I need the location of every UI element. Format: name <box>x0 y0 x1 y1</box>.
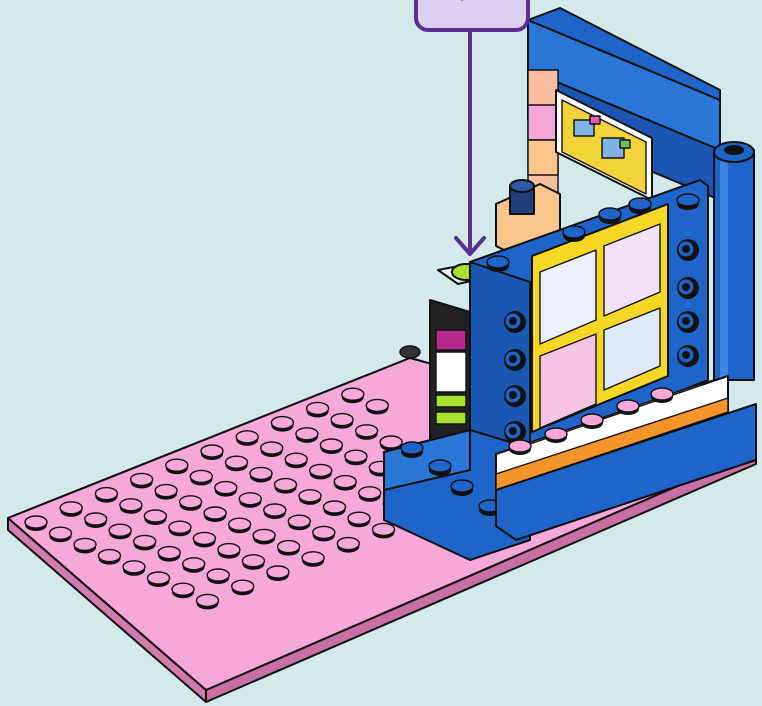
baseplate-stud <box>275 479 297 494</box>
round-column <box>714 142 754 380</box>
baseplate-stud <box>131 473 153 488</box>
baseplate-stud <box>345 450 367 465</box>
baseplate-stud <box>310 464 332 479</box>
baseplate-stud <box>261 442 283 457</box>
baseplate-stud <box>190 470 212 485</box>
part-callout <box>416 0 528 30</box>
baseplate-stud <box>169 521 191 536</box>
baseplate-stud <box>324 501 346 516</box>
baseplate-stud <box>50 527 72 542</box>
baseplate-stud <box>197 594 219 609</box>
baseplate-stud <box>60 502 82 517</box>
baseplate-stud <box>155 485 177 500</box>
baseplate-stud <box>342 388 364 403</box>
baseplate-stud <box>366 399 388 414</box>
baseplate-stud <box>236 431 258 446</box>
baseplate-stud <box>302 552 324 567</box>
baseplate-stud <box>180 496 202 511</box>
baseplate-stud <box>278 541 300 556</box>
baseplate-stud <box>348 512 370 527</box>
baseplate-stud <box>201 445 223 460</box>
baseplate-stud <box>158 547 180 562</box>
baseplate-stud <box>229 518 251 533</box>
baseplate-stud <box>144 510 166 525</box>
baseplate-stud <box>172 583 194 598</box>
baseplate-stud <box>313 526 335 541</box>
baseplate-stud <box>85 513 107 528</box>
baseplate-stud <box>271 417 293 432</box>
baseplate-stud <box>232 580 254 595</box>
back-wall <box>528 8 720 210</box>
baseplate-stud <box>331 414 353 429</box>
baseplate-stud <box>264 504 286 519</box>
baseplate-stud <box>320 439 342 454</box>
baseplate-stud <box>95 488 117 503</box>
baseplate-stud <box>226 456 248 471</box>
baseplate-stud <box>123 561 145 576</box>
baseplate-stud <box>99 550 121 565</box>
baseplate-stud <box>183 558 205 573</box>
baseplate-stud <box>193 532 215 547</box>
baseplate-stud <box>148 572 170 587</box>
baseplate-stud <box>120 499 142 514</box>
baseplate-stud <box>166 459 188 474</box>
baseplate-stud <box>299 490 321 505</box>
baseplate-stud <box>239 493 261 508</box>
baseplate-stud <box>288 515 310 530</box>
arrow-down-icon <box>456 30 484 254</box>
baseplate-stud <box>207 569 229 584</box>
baseplate-stud <box>307 402 329 417</box>
baseplate-stud <box>25 516 47 531</box>
baseplate-stud <box>373 523 395 538</box>
baseplate-stud <box>334 476 356 491</box>
baseplate-stud <box>109 524 131 539</box>
baseplate-stud <box>253 529 275 544</box>
baseplate-stud <box>204 507 226 522</box>
baseplate-stud <box>285 453 307 468</box>
baseplate-stud <box>242 555 264 570</box>
baseplate-stud <box>250 467 272 482</box>
baseplate-stud <box>359 487 381 502</box>
baseplate-stud <box>74 538 96 553</box>
baseplate-stud <box>356 425 378 440</box>
baseplate-stud <box>134 535 156 550</box>
baseplate-stud <box>218 544 240 559</box>
baseplate-stud <box>267 566 289 581</box>
baseplate-stud <box>337 538 359 553</box>
baseplate-stud <box>296 428 318 443</box>
baseplate-stud <box>215 482 237 497</box>
